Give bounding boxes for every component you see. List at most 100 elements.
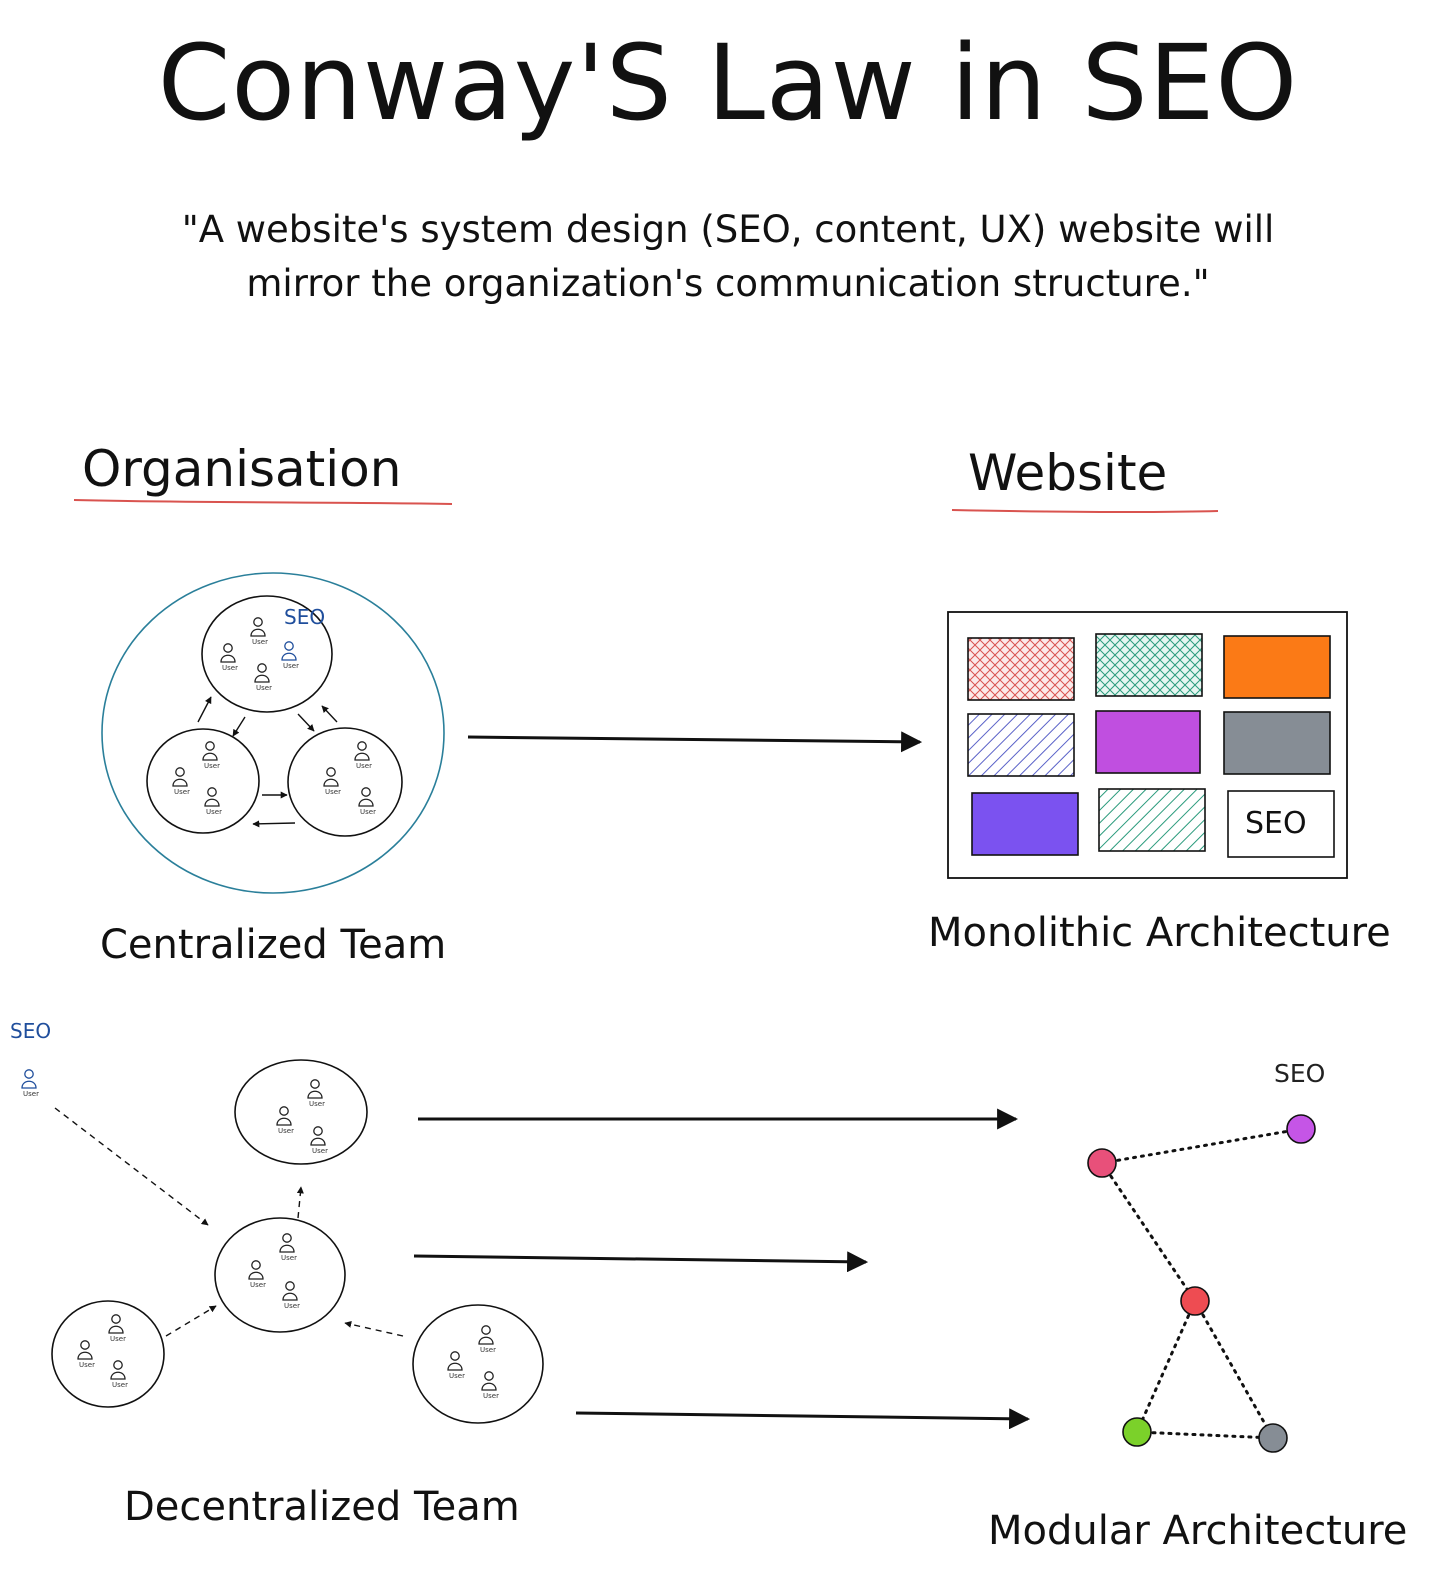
user-icon: User	[282, 1281, 300, 1310]
user-head	[326, 767, 336, 777]
user-head	[175, 767, 185, 777]
user-head	[279, 1106, 289, 1116]
module-node-red	[1180, 1286, 1210, 1316]
user-head	[207, 787, 217, 797]
user-label: User	[204, 762, 220, 770]
user-body	[172, 778, 188, 787]
user-body	[310, 1137, 326, 1146]
caption-decentralized-team: Decentralized Team	[124, 1484, 520, 1530]
user-icon: User	[358, 787, 376, 816]
user-body	[202, 752, 218, 761]
user-head	[310, 1079, 320, 1089]
user-icon: User	[279, 1233, 297, 1262]
user-icon: User	[204, 787, 222, 816]
user-head	[450, 1351, 460, 1361]
user-icon: User	[250, 617, 268, 646]
user-body	[279, 1244, 295, 1253]
user-label: User	[325, 788, 341, 796]
user-icon: User	[354, 741, 372, 770]
team-circle-left	[146, 728, 260, 834]
user-label: User	[356, 762, 372, 770]
user-body	[354, 752, 370, 761]
user-head	[113, 1360, 123, 1370]
module-block-seo	[1227, 790, 1335, 858]
user-body	[250, 628, 266, 637]
module-node-gray	[1258, 1423, 1288, 1453]
arrow-center-team-to-modular	[413, 1251, 869, 1273]
user-body	[447, 1362, 463, 1371]
module-block	[1095, 633, 1203, 697]
quote-line-1: "A website's system design (SEO, content…	[181, 208, 1275, 251]
user-body	[204, 798, 220, 807]
arrow-dashed	[165, 1305, 217, 1337]
user-body	[77, 1351, 93, 1360]
arrow-dashed	[54, 1107, 209, 1226]
user-icon: User	[110, 1360, 128, 1389]
user-label: User	[312, 1147, 328, 1155]
module-block	[967, 713, 1075, 777]
caption-centralized-team: Centralized Team	[100, 922, 447, 968]
user-body	[248, 1271, 264, 1280]
user-icons-decentralized: User User User User User User User User …	[77, 1079, 499, 1400]
user-icon: User	[108, 1314, 126, 1343]
user-label: User	[360, 808, 376, 816]
arrow-internal	[232, 716, 246, 737]
team-circle-center	[214, 1217, 346, 1333]
user-icon: User	[220, 643, 238, 672]
user-icon: User	[307, 1079, 325, 1108]
user-body	[108, 1325, 124, 1334]
underline-website	[951, 509, 1219, 514]
team-circle-top	[201, 595, 333, 713]
arrow-internal	[252, 820, 296, 828]
user-icon: User	[202, 741, 220, 770]
user-icon: User	[281, 641, 299, 670]
arrow-internal	[321, 705, 338, 723]
user-body	[478, 1336, 494, 1345]
user-head	[251, 1260, 261, 1270]
module-block	[1095, 710, 1201, 774]
user-icon: User	[248, 1260, 266, 1289]
user-label: User	[174, 788, 190, 796]
user-label: User	[79, 1361, 95, 1369]
team-circle-left	[51, 1300, 165, 1408]
module-block	[971, 792, 1079, 856]
user-head	[24, 1069, 34, 1079]
module-block	[1098, 788, 1206, 852]
arrow-internal	[197, 696, 212, 723]
team-circle-right	[412, 1304, 544, 1424]
user-head	[111, 1314, 121, 1324]
arrow-dashed	[344, 1320, 404, 1337]
module-block	[1223, 711, 1331, 775]
user-head	[205, 741, 215, 751]
user-body	[21, 1080, 37, 1089]
user-head	[484, 1371, 494, 1381]
user-icon: User	[254, 663, 272, 692]
user-icon: User	[323, 767, 341, 796]
user-label: User	[480, 1346, 496, 1354]
user-head	[361, 787, 371, 797]
user-head	[313, 1126, 323, 1136]
user-label: User	[206, 808, 222, 816]
module-node-green	[1122, 1417, 1152, 1447]
user-head	[357, 741, 367, 751]
user-label: User	[309, 1100, 325, 1108]
arrow-central-to-monolithic	[467, 731, 923, 753]
user-icon: User	[77, 1340, 95, 1369]
seo-label-monolith: SEO	[1245, 806, 1307, 841]
diagram-title: Conway'S Law in SEO	[157, 22, 1299, 144]
user-label: User	[284, 1302, 300, 1310]
underline-organisation	[73, 499, 453, 505]
caption-modular-architecture: Modular Architecture	[988, 1508, 1408, 1554]
user-head	[481, 1325, 491, 1335]
module-block	[967, 637, 1075, 701]
user-head	[253, 617, 263, 627]
module-block	[1223, 635, 1331, 699]
user-body	[307, 1090, 323, 1099]
user-body	[282, 1292, 298, 1301]
user-head	[257, 663, 267, 673]
user-icon: User	[172, 767, 190, 796]
user-head	[80, 1340, 90, 1350]
user-icons-centralized: User User User User User User User User …	[172, 617, 376, 816]
user-label: User	[256, 684, 272, 692]
user-icon: User	[310, 1126, 328, 1155]
